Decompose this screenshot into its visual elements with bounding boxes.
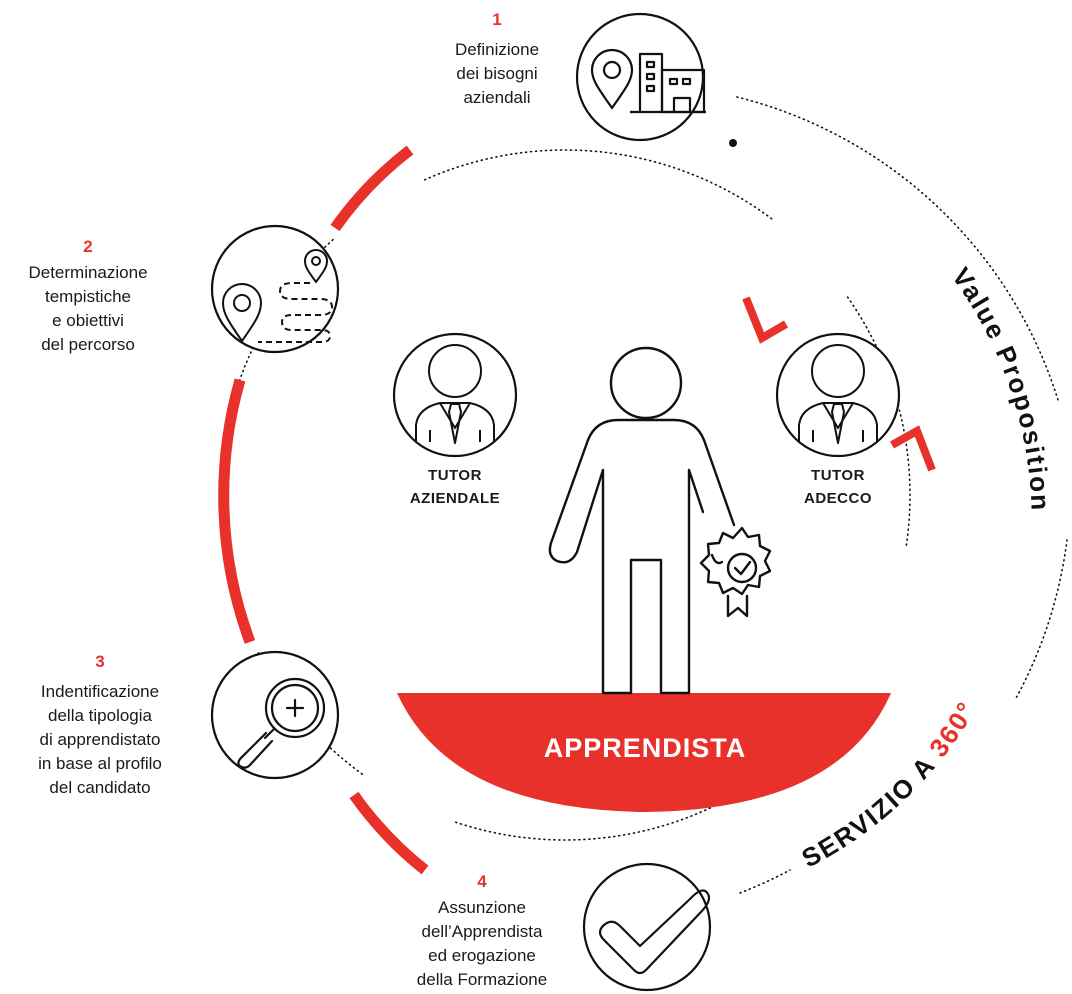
step-text-line: del candidato [49,778,150,797]
checkmark-icon [598,889,711,975]
red-arc-step1-step2 [330,145,414,232]
tutor-circle [775,332,901,458]
step-number: 3 [95,652,104,671]
step-text-line: aziendali [463,88,530,107]
step-text-line: e obiettivi [52,311,124,330]
step-text-line: di apprendistato [40,730,161,749]
step-2: 2 Determinazione tempistiche e obiettivi… [28,224,340,354]
apprendista-base: APPRENDISTA [397,693,891,812]
step-3: 3 Indentificazione della tipologia di ap… [38,650,340,797]
tutor-label-line2: AZIENDALE [410,490,500,507]
step-text-line: dell’Apprendista [422,922,544,941]
red-semicircle-base [397,693,891,812]
red-arc-step3-step4 [349,791,429,875]
person-with-badge-icon [548,346,772,695]
step-text-line: Definizione [455,40,539,59]
value-proposition-text: Value Proposition [946,262,1056,513]
person-tie-icon [798,344,878,444]
outer-dotted-arc-top [736,96,1059,401]
step-text-line: della Formazione [417,970,547,989]
step-4: 4 Assunzione dell’Apprendista ed erogazi… [417,862,712,992]
step-text-line: Assunzione [438,898,526,917]
red-arc-step2-step3 [218,378,256,644]
tutor-circle [392,332,518,458]
step-text-line: Determinazione [28,263,147,282]
step-text-line: in base al profilo [38,754,162,773]
tutor-label-line1: TUTOR [428,467,482,484]
outer-dotted-arc-bottom [739,869,791,894]
value-proposition-path: Value Proposition [946,262,1054,513]
step-number: 4 [477,872,487,891]
step-number: 1 [492,10,501,29]
magnifier-plus-icon [237,677,326,769]
outer-dotted-arc-right [1014,539,1068,701]
inner-dotted-arc [846,296,911,550]
step-3-circle [210,650,340,780]
inner-dotted-arc [423,149,774,221]
apprendista-label: APPRENDISTA [544,733,747,763]
step-text-line: ed erogazione [428,946,536,965]
step-text-line: tempistiche [45,287,131,306]
tutor-adecco: TUTOR ADECCO [742,296,936,507]
step-text-line: della tipologia [48,706,153,725]
step-number: 2 [83,237,92,256]
start-dot [729,139,737,147]
step-text-line: Indentificazione [41,682,159,701]
tutor-label-line2: ADECCO [804,490,872,507]
route-map-icon [222,249,333,343]
red-bracket-bottom [890,425,936,472]
inner-dotted-arc [451,742,806,841]
step-2-circle [210,224,340,354]
step-text-line: dei bisogni [456,64,537,83]
tutor-aziendale: TUTOR AZIENDALE [392,332,518,507]
step-4-circle [582,862,712,992]
location-buildings-icon [590,48,706,114]
red-bracket-top [742,296,789,344]
tutor-label-line1: TUTOR [811,467,865,484]
person-tie-icon [415,344,495,444]
step-text-line: del percorso [41,335,135,354]
step-1: 1 Definizione dei bisogni aziendali [455,10,706,142]
